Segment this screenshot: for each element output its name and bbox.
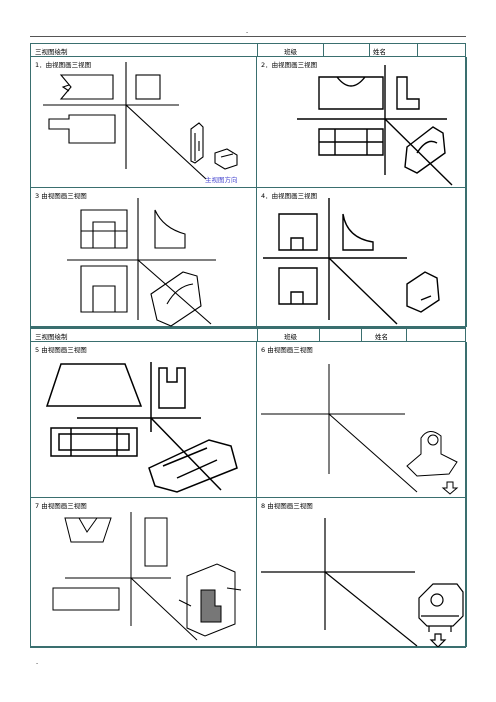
exercise-7: 7 由视图画三视图 [31, 498, 257, 647]
exercise-4-label: 4．由视图画三视图 [261, 192, 318, 200]
worksheet-1-header: 三视图绘制 班级 姓名 [31, 44, 465, 57]
exercise-6-drawing [261, 364, 459, 495]
class-label: 班级 [284, 333, 297, 341]
page-bottom-mark: - [36, 660, 39, 667]
sheet-title: 三视图绘制 [35, 48, 68, 56]
exercise-5: 5 由视图画三视图 [31, 342, 257, 498]
worksheet-2-header: 三视图绘制 班级 姓名 [31, 329, 465, 342]
exercise-7-drawing [52, 512, 242, 641]
exercise-8: 8 由视图画三视图 [257, 498, 467, 647]
exercise-2: 2．由视图画三视图 [257, 57, 467, 188]
worksheet-2: 三视图绘制 班级 姓名 5 由视图画三视图 [30, 328, 467, 648]
exercise-2-drawing [297, 65, 453, 186]
view-direction-caption: 主视图方向 [205, 176, 238, 184]
exercise-4: 4．由视图画三视图 [257, 188, 467, 327]
exercise-5-label: 5 由视图画三视图 [35, 346, 87, 354]
exercise-1-label: 1．由视图画三视图 [35, 61, 92, 69]
worksheet-1: 三视图绘制 班级 姓名 1．由视图画三视图 [30, 43, 467, 328]
page-top-mark: - [246, 29, 249, 36]
exercise-3-drawing [67, 198, 216, 327]
name-label: 姓名 [375, 333, 388, 341]
exercise-8-drawing [261, 518, 464, 647]
exercise-3-label: 3 由视图画三视图 [35, 192, 87, 200]
exercise-6: 6 由视图画三视图 [257, 342, 467, 498]
exercise-4-drawing [263, 198, 440, 325]
exercise-5-drawing [45, 362, 238, 493]
exercise-3: 3 由视图画三视图 [31, 188, 257, 327]
exercise-6-label: 6 由视图画三视图 [261, 346, 313, 354]
class-label: 班级 [284, 48, 297, 56]
sheet-title: 三视图绘制 [35, 333, 68, 341]
exercise-7-label: 7 由视图画三视图 [35, 502, 87, 510]
name-label: 姓名 [373, 48, 386, 56]
exercise-2-label: 2．由视图画三视图 [261, 61, 318, 69]
exercise-8-label: 8 由视图画三视图 [261, 502, 313, 510]
page-top-rule [30, 36, 466, 37]
exercise-1-drawing [43, 62, 238, 180]
exercise-1: 1．由视图画三视图 主视图方向 [31, 57, 257, 188]
